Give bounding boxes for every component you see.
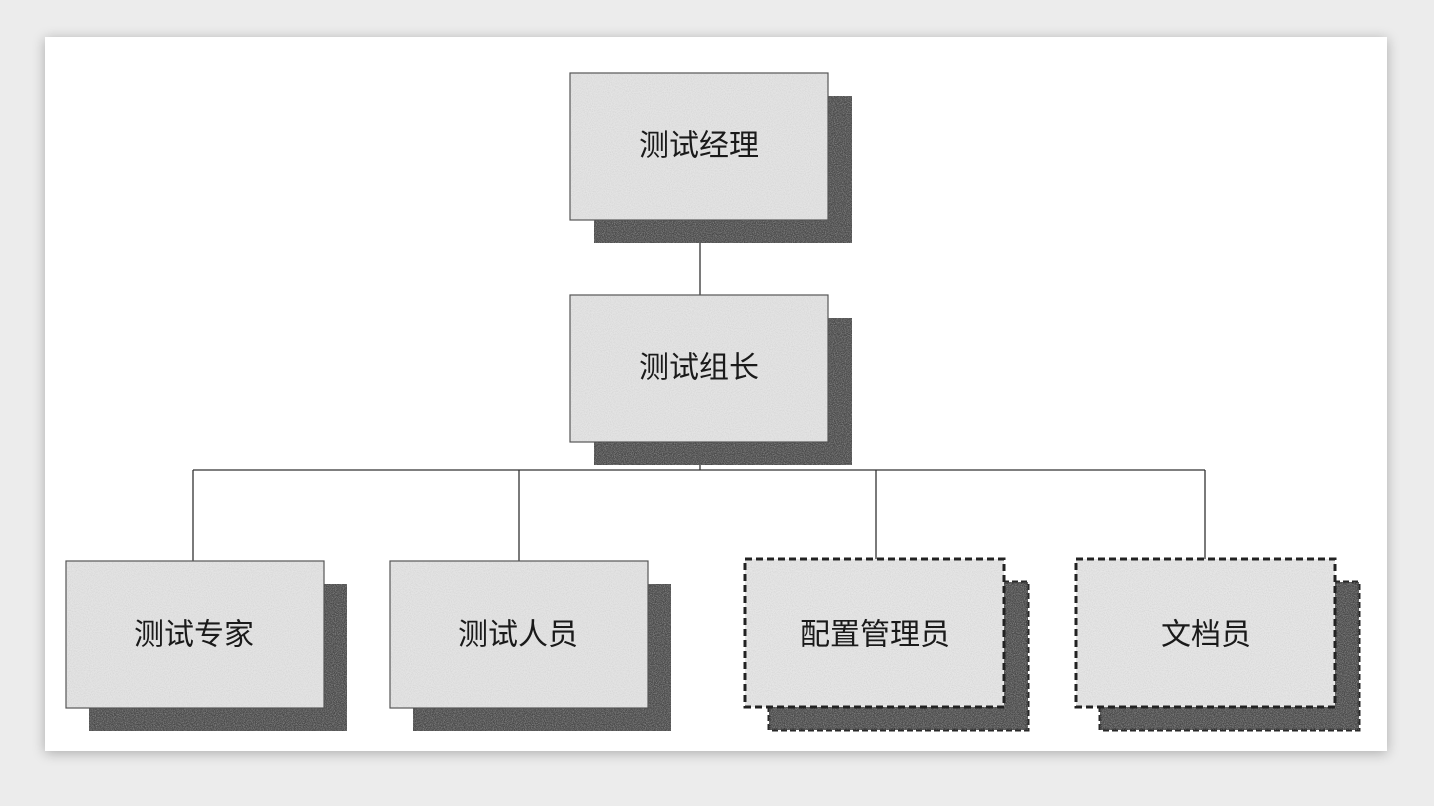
node-config-manager: 配置管理员 — [743, 557, 1030, 732]
node-label: 测试人员 — [458, 618, 578, 653]
node-box-texture — [747, 561, 1002, 705]
node-box-texture — [571, 74, 827, 219]
node-tester: 测试人员 — [389, 560, 671, 731]
node-box-texture — [67, 562, 323, 707]
node-box-texture — [1078, 561, 1333, 705]
node-test-manager: 测试经理 — [569, 72, 852, 243]
node-test-lead: 测试组长 — [569, 294, 852, 465]
node-box-texture — [391, 562, 647, 707]
node-test-expert: 测试专家 — [65, 560, 347, 731]
node-label: 文档员 — [1161, 618, 1251, 653]
node-documenter: 文档员 — [1074, 557, 1361, 732]
node-label: 测试专家 — [134, 618, 254, 653]
node-label: 测试经理 — [639, 129, 759, 164]
node-label: 测试组长 — [639, 351, 759, 386]
node-label: 配置管理员 — [800, 618, 950, 653]
node-box-texture — [571, 296, 827, 441]
